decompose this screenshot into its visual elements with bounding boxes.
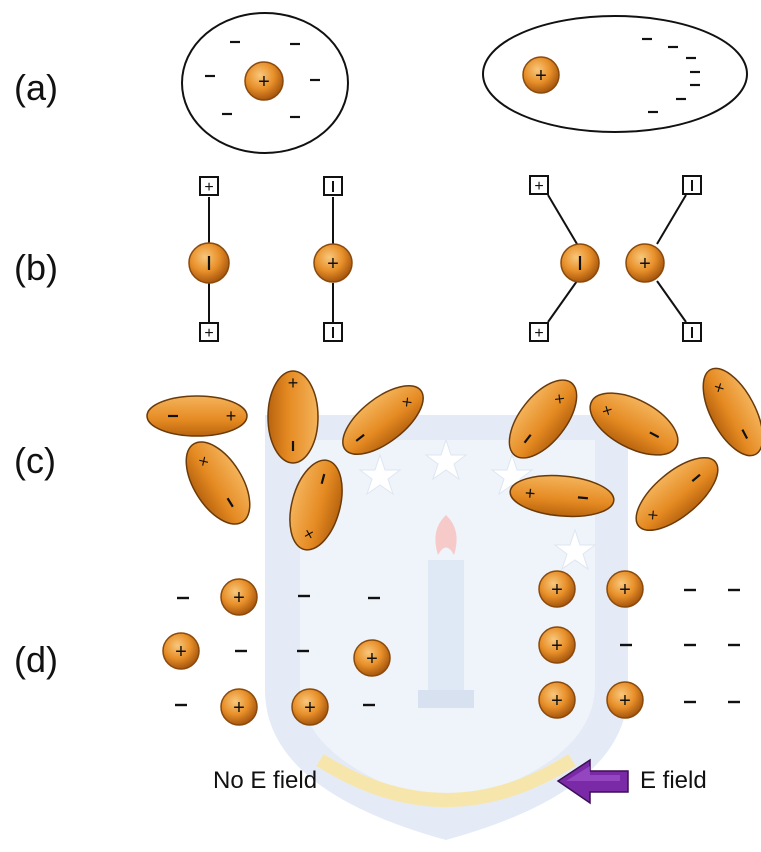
free-positive-charge: +	[220, 578, 258, 616]
fixed-charge-box: +	[199, 176, 219, 196]
ion-negative-displaced	[560, 243, 600, 283]
dipole: ×	[635, 456, 719, 532]
free-positive-charge: +	[353, 639, 391, 677]
svg-text:+: +	[551, 635, 563, 657]
caption-e-field: E field	[640, 767, 707, 794]
row-label-b: (b)	[14, 247, 58, 288]
free-positive-charge: +	[220, 688, 258, 726]
dipole: +	[267, 370, 319, 464]
svg-text:+: +	[534, 178, 543, 195]
svg-text:+: +	[258, 71, 270, 93]
dipole: ×	[185, 441, 251, 525]
ion-positive-displaced: +	[625, 243, 665, 283]
row-a-electronic-polarization: + +	[181, 12, 748, 154]
svg-text:+: +	[619, 579, 631, 601]
row-d-space-charge-polarization: + + + + + + + +	[162, 570, 740, 726]
svg-text:+: +	[233, 697, 245, 719]
svg-text:+: +	[304, 697, 316, 719]
row-label-a: (a)	[14, 67, 58, 108]
electron-cloud-shifted	[482, 15, 748, 133]
svg-text:+: +	[534, 325, 543, 342]
accumulated-positive-charge: +	[606, 570, 644, 608]
fixed-charge-box: +	[529, 322, 549, 342]
nucleus-a-right: +	[522, 56, 560, 94]
svg-text:+: +	[226, 406, 237, 426]
e-field-arrow-icon	[556, 758, 629, 805]
electron-cloud-symmetric	[181, 12, 349, 154]
fixed-charge-box	[323, 322, 343, 342]
svg-text:+: +	[619, 690, 631, 712]
svg-text:×: ×	[300, 528, 319, 541]
nucleus-a-left: +	[244, 61, 284, 101]
svg-text:+: +	[204, 179, 213, 196]
svg-text:+: +	[327, 253, 339, 275]
fixed-charge-box: +	[199, 322, 219, 342]
accumulated-positive-charge: +	[606, 681, 644, 719]
caption-no-field: No E field	[213, 767, 317, 794]
accumulated-negative-charges	[620, 588, 740, 704]
svg-text:+: +	[535, 65, 547, 87]
svg-text:+: +	[524, 483, 536, 504]
accumulated-positive-charge: +	[538, 570, 576, 608]
fixed-charge-box: +	[529, 175, 549, 195]
free-positive-charge: +	[162, 632, 200, 670]
dipole: ×	[702, 367, 761, 457]
dipole: +	[509, 474, 615, 518]
svg-text:+: +	[366, 648, 378, 670]
watermark-crest	[265, 415, 628, 840]
svg-text:+: +	[551, 579, 563, 601]
row-label-c: (c)	[14, 440, 56, 481]
svg-text:+: +	[288, 373, 299, 393]
row-b-ionic-polarization: + + + +	[188, 175, 702, 342]
fixed-charge-box	[682, 175, 702, 195]
dipole: ×	[289, 459, 343, 551]
dipole: ×	[589, 392, 679, 456]
free-positive-charge: +	[291, 688, 329, 726]
ion-positive: +	[313, 243, 353, 283]
fixed-charge-box	[682, 322, 702, 342]
electron-charges-shifted	[642, 37, 700, 114]
row-c-orientation-polarization: + + × × × × ×	[146, 367, 761, 551]
free-negative-charges	[175, 594, 380, 707]
dipole: +	[146, 395, 248, 437]
row-label-d: (d)	[14, 639, 58, 680]
svg-text:+: +	[204, 325, 213, 342]
fixed-charge-box	[323, 176, 343, 196]
svg-text:+: +	[233, 587, 245, 609]
svg-text:+: +	[551, 690, 563, 712]
electron-charges-symmetric	[205, 40, 320, 119]
accumulated-positive-charge: +	[538, 626, 576, 664]
svg-text:+: +	[639, 253, 651, 275]
dipole: ×	[342, 384, 424, 456]
ion-negative	[188, 242, 230, 284]
accumulated-positive-charge: +	[538, 681, 576, 719]
svg-text:+: +	[175, 641, 187, 663]
